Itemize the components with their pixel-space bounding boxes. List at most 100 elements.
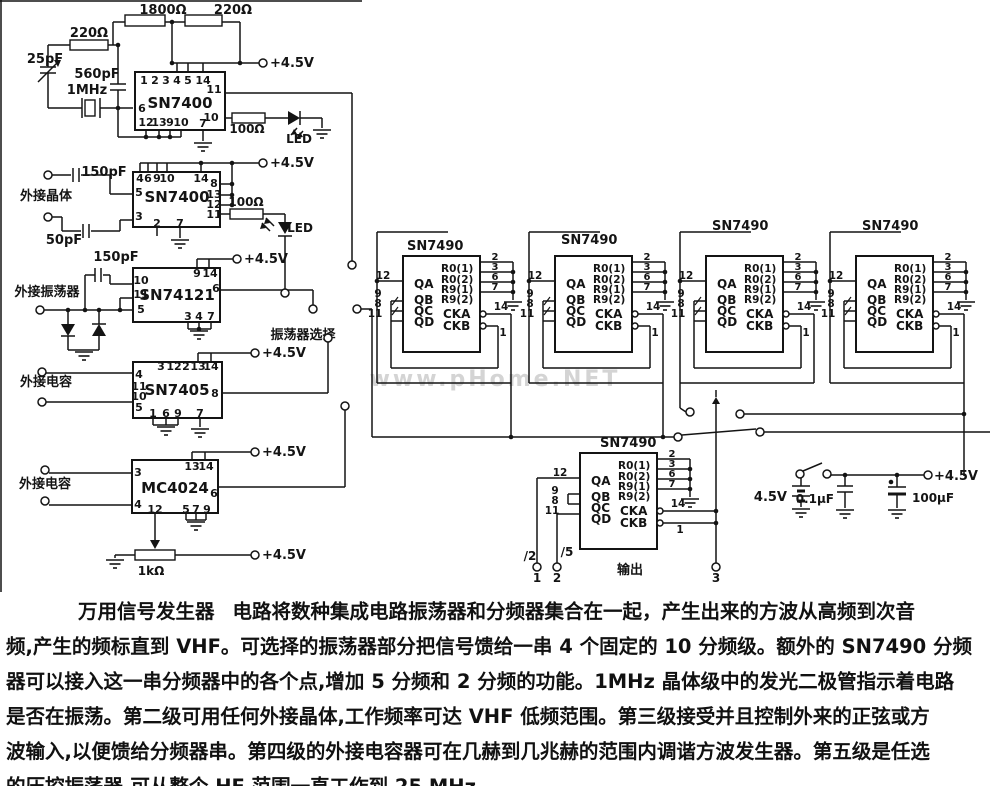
label: 100Ω xyxy=(228,195,263,209)
label: 3 xyxy=(184,310,192,323)
label: 3 xyxy=(162,74,170,87)
pin-label: 14 xyxy=(646,301,661,313)
inverter-bubble xyxy=(479,322,487,330)
chip-port-label: CKB xyxy=(595,319,622,333)
junction-dot xyxy=(229,202,235,208)
chip-port-label: QB xyxy=(867,293,886,307)
label: 4 xyxy=(135,368,143,381)
chip-port-label: R9(1) xyxy=(894,284,926,296)
terminal xyxy=(735,409,745,419)
chip-port-label: R9(2) xyxy=(894,294,926,306)
chip-port-label: R9(1) xyxy=(441,284,473,296)
terminal xyxy=(347,260,357,270)
pin-label: 6 xyxy=(492,272,499,283)
junction-dot xyxy=(660,434,666,440)
terminal xyxy=(37,367,47,377)
pin-label: 6 xyxy=(669,469,676,480)
pin-label: 7 xyxy=(669,479,676,490)
pin-label: 8 xyxy=(526,298,533,310)
label: 11 xyxy=(206,83,221,96)
chip-port-label: R9(2) xyxy=(618,491,650,503)
junction-dot xyxy=(842,472,848,478)
label: 7 xyxy=(192,503,200,516)
label: 25pF xyxy=(27,52,63,67)
chip-port-label: CKA xyxy=(620,504,648,518)
pin-label: 14 xyxy=(947,301,962,313)
label: 3 xyxy=(135,210,143,223)
component-body xyxy=(184,14,223,27)
label: 12 xyxy=(166,360,181,373)
nc-tick xyxy=(543,296,551,306)
junction-dot xyxy=(237,60,243,66)
caption-line: 的压控振荡器,可从整个 HF 范围一直工作到 25 MHz。 xyxy=(6,769,998,786)
label: 14 xyxy=(195,74,211,87)
label: 14 xyxy=(202,267,218,280)
junction-dot xyxy=(156,134,162,140)
wire xyxy=(681,428,757,436)
label: 220Ω xyxy=(214,3,252,18)
caption-line-text: 电路将数种集成电路振荡器和分频器集合在一起，产生出来的方波从高频到次音 xyxy=(232,600,916,623)
chip-port-label: QC xyxy=(414,304,433,318)
pin-label: 6 xyxy=(945,272,952,283)
label: 5 xyxy=(137,303,145,316)
chip-port-label: QD xyxy=(867,315,887,329)
label: 13 xyxy=(190,360,205,373)
chip-port-label: QC xyxy=(717,304,736,318)
chip-port-label: CKA xyxy=(896,307,924,321)
terminal xyxy=(923,470,933,480)
label: 9 xyxy=(153,172,161,185)
inverter-bubble xyxy=(631,322,639,330)
label: 7 xyxy=(207,310,215,323)
pin-label: 8 xyxy=(677,298,684,310)
nc-tick xyxy=(391,306,399,316)
pin-label: 14 xyxy=(671,498,686,510)
pin-label: 1 xyxy=(651,327,658,339)
label: +4.5V xyxy=(262,346,306,361)
diode-symbol xyxy=(297,132,303,138)
label: 5 xyxy=(135,401,143,414)
label: 1800Ω xyxy=(139,3,186,18)
chip-port-label: QC xyxy=(867,304,886,318)
chip-port-label: R0(2) xyxy=(441,274,473,286)
pin-label: 2 xyxy=(669,449,676,460)
chip-label: SN7490 xyxy=(862,219,918,234)
terminal xyxy=(258,58,268,68)
chip-port-label: R9(2) xyxy=(744,294,776,306)
pin-label: 7 xyxy=(492,282,499,293)
label: 12 xyxy=(206,198,221,211)
label: 150pF xyxy=(93,250,138,265)
label: /2 xyxy=(524,549,537,563)
pin-label: 9 xyxy=(827,288,834,300)
label: 4.5V xyxy=(754,490,787,505)
nc-tick xyxy=(543,306,551,316)
terminal xyxy=(552,562,562,572)
pin-label: 1 xyxy=(952,327,959,339)
label: 输出 xyxy=(617,562,643,578)
label: 3 xyxy=(134,466,142,479)
junction-dot xyxy=(117,307,123,313)
chip-box xyxy=(134,71,226,131)
label: 150pF xyxy=(81,165,126,180)
junction-dot xyxy=(508,434,514,440)
junction-dot xyxy=(65,307,71,313)
label: +4.5V xyxy=(262,548,306,563)
label: 12 xyxy=(138,116,153,129)
label: 1MHz xyxy=(67,83,107,98)
pin-label: 9 xyxy=(677,288,684,300)
pin-label: 7 xyxy=(795,282,802,293)
chip-port-label: QC xyxy=(591,501,610,515)
label: /5 xyxy=(561,545,574,559)
pin-label: 12 xyxy=(829,270,844,282)
component-body xyxy=(124,14,166,27)
chip-port-label: R9(1) xyxy=(618,481,650,493)
pin-label: 3 xyxy=(669,459,676,470)
label: LED xyxy=(286,132,312,146)
label: 9 xyxy=(203,503,211,516)
chip-label: SN74121 xyxy=(139,286,215,304)
caption-line: 是否在振荡。第二级可用任何外接晶体,工作频率可达 VHF 低频范围。第三级接受并… xyxy=(6,705,930,728)
terminal xyxy=(43,170,53,180)
pin-label: 2 xyxy=(945,252,952,263)
label: 100Ω xyxy=(229,122,264,136)
label: 12 xyxy=(147,503,162,516)
diode-symbol xyxy=(264,218,270,224)
